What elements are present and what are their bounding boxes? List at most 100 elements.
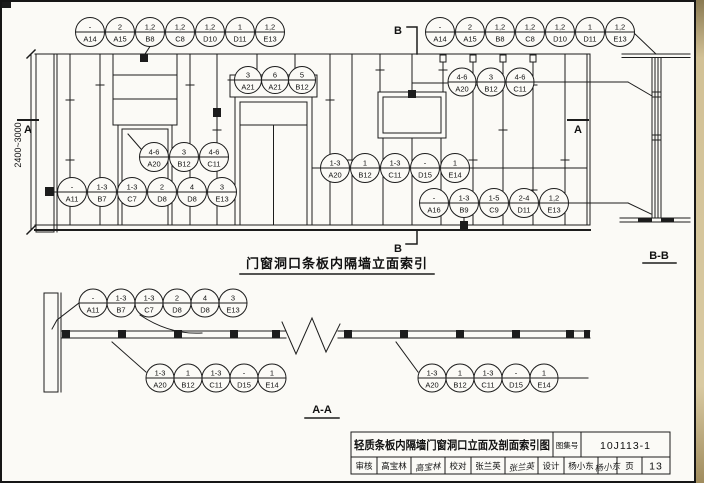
callout-detail-number: 4-6 [209,148,220,157]
callout-detail-number: 1 [453,159,457,168]
window-opening [377,91,447,139]
elevation-caption: 门窗洞口条板内隔墙立面索引 [246,256,428,271]
callout-detail-code: D8 [187,195,197,204]
callout-detail-number: 2 [175,294,179,303]
section-aa-label: A-A [312,404,332,416]
callout-A11: -A11 [57,177,87,207]
callout-detail-number: 3 [220,183,224,192]
callout-detail-code: A11 [87,306,100,315]
callout-detail-code: E14 [448,171,461,180]
callout-detail-number: 1-3 [390,159,401,168]
plan-panel-joints [62,330,590,339]
hatched-wall-left [35,53,58,233]
callout-B7: 1-3B7 [106,288,136,318]
callout-detail-number: 4-6 [457,73,468,82]
callout-detail-number: 4-6 [515,73,526,82]
callout-detail-code: D8 [200,306,210,315]
callout-detail-code: A15 [463,35,476,44]
plan-aa-drawing: A-A [43,292,591,419]
callout-detail-code: B8 [495,35,504,44]
callout-detail-number: 1-3 [127,183,138,192]
callout-detail-code: B12 [295,83,308,92]
callout-detail-number: - [433,194,436,203]
callout-detail-code: E14 [265,381,278,390]
callout-detail-number: 1 [186,369,190,378]
callout-detail-number: 2 [118,23,122,32]
page-label: 页 [625,461,634,471]
section-bb-label: B-B [649,250,669,262]
callout-detail-number: 1 [363,159,367,168]
callout-detail-number: 1,2 [615,23,625,32]
callout-detail-number: 3 [182,148,186,157]
callout-detail-code: D8 [172,306,182,315]
callout-detail-code: C8 [525,35,535,44]
callout-detail-code: D10 [553,35,567,44]
left-door-opening [112,74,178,226]
callout-detail-code: A14 [433,35,446,44]
callout-detail-code: A21 [268,83,281,92]
checker-label: 校对 [449,461,467,471]
callout-detail-number: 6 [273,71,277,80]
callout-detail-code: B7 [97,195,106,204]
callout-detail-number: 1-3 [97,183,108,192]
callout-detail-code: A11 [66,195,79,204]
callout-detail-code: D11 [517,206,530,215]
svg-text:A: A [574,124,582,136]
callout-detail-number: 1,2 [265,23,275,32]
callout-detail-code: C11 [209,381,222,390]
callout-detail-code: C8 [175,35,185,44]
callout-detail-code: D10 [203,35,217,44]
callout-detail-number: 1,2 [145,23,155,32]
callout-detail-number: 1,2 [549,194,559,203]
callout-detail-number: 1,2 [555,23,565,32]
callout-detail-number: - [439,23,442,32]
callout-detail-number: 1-3 [330,159,341,168]
callout-detail-code: E13 [226,306,239,315]
callout-detail-code: E13 [613,35,626,44]
panel-hangers [140,54,537,117]
callout-detail-number: 3 [489,73,493,82]
designer-name: 杨小东 [568,461,594,471]
callout-detail-number: 1,2 [525,23,535,32]
callout-detail-number: 1 [458,369,462,378]
callout-detail-number: 4 [203,294,207,303]
callout-detail-number: - [243,369,246,378]
callout-detail-number: 1-3 [459,194,470,203]
callout-detail-number: - [89,23,92,32]
callout-C8: 1,2C8 [515,17,545,47]
callout-D8: 4D8 [177,177,207,207]
callout-detail-code: B8 [145,35,154,44]
sheet-title: 轻质条板内隔墙门窗洞口立面及剖面索引图 [354,438,550,452]
callout-detail-number: 1-5 [489,194,500,203]
break-line [281,316,341,356]
section-mark-b-top: B [394,25,418,55]
callout-B8: 1,2B8 [135,17,165,47]
double-door-opening [229,74,318,226]
section-mark-a-right: A [567,119,589,136]
callout-C8: 1,2C8 [165,17,195,47]
callout-detail-code: D15 [237,381,251,390]
callout-detail-number: 4 [190,183,194,192]
callout-detail-code: B12 [358,171,371,180]
checker-name: 张兰英 [475,461,501,471]
callout-detail-code: B12 [484,85,497,94]
section-mark-a-left: A [17,119,39,136]
callout-D15: -D15 [501,363,531,393]
